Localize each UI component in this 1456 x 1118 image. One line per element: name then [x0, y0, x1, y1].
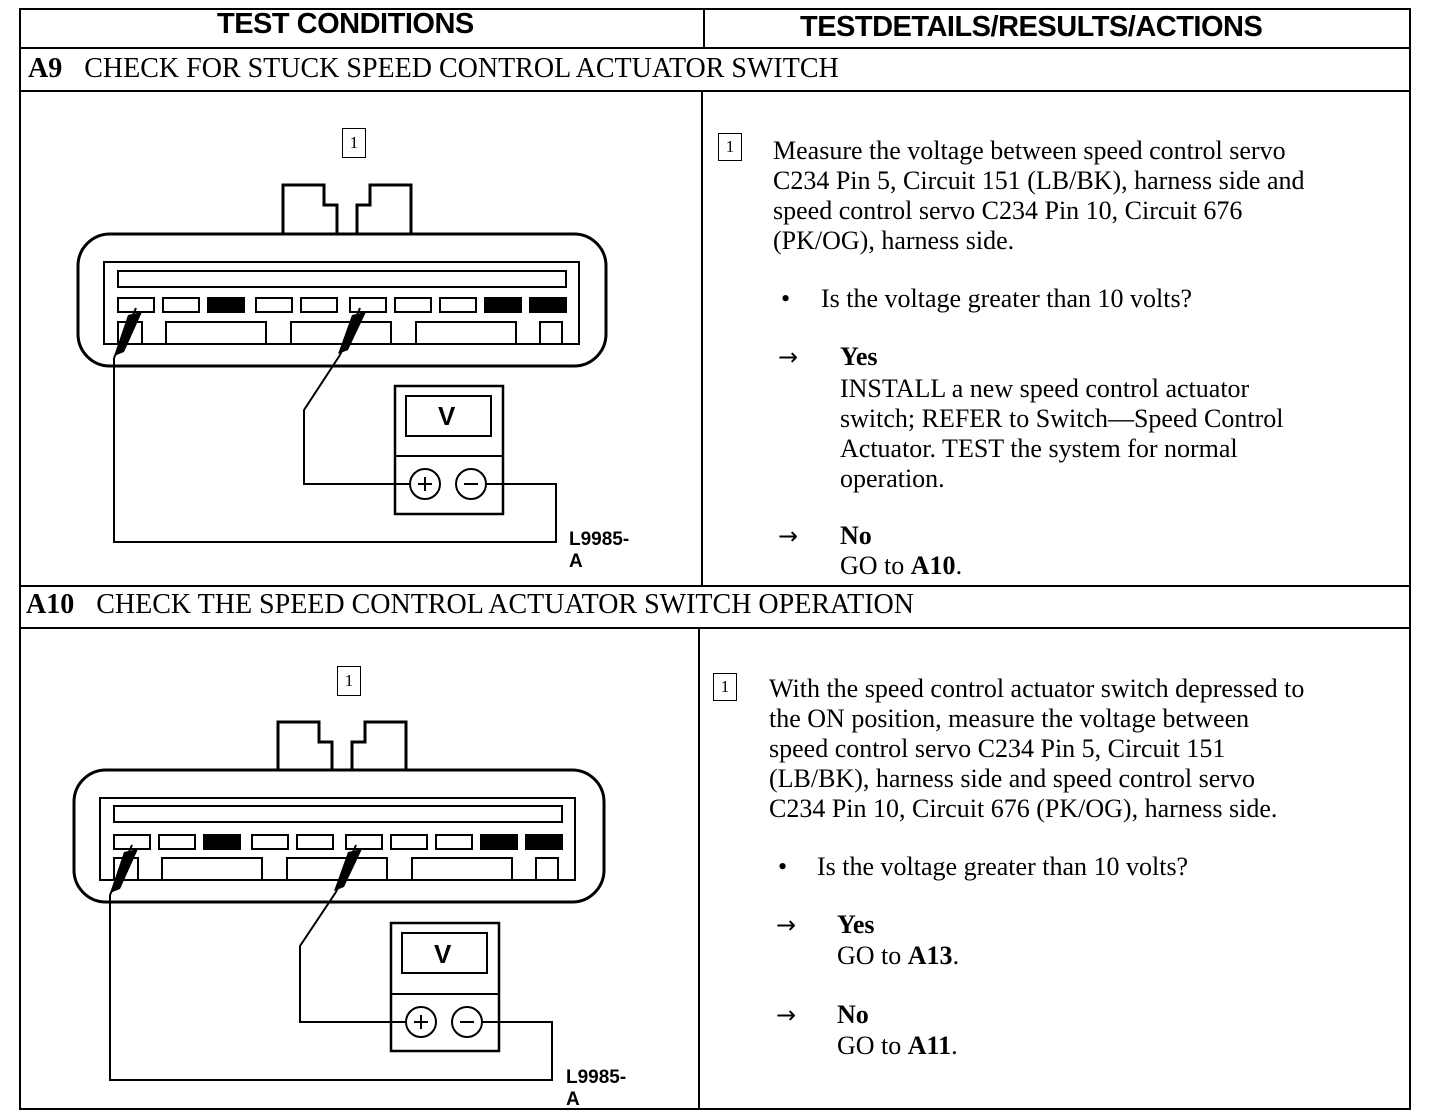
figure-id: L9985-A — [566, 1067, 627, 1110]
no-label: No — [840, 521, 872, 550]
instruction-line: Measure the voltage between speed contro… — [773, 136, 1286, 165]
header-test-conditions: TEST CONDITIONS — [217, 8, 474, 40]
action-prefix: GO to — [837, 941, 908, 970]
instruction-line: C234 Pin 10, Circuit 676 (PK/OG), harnes… — [769, 794, 1278, 823]
goto-target-link[interactable]: A11 — [907, 1031, 952, 1060]
instruction-line: speed control servo C234 Pin 10, Circuit… — [773, 196, 1243, 225]
action-line: INSTALL a new speed control actuator — [840, 374, 1250, 403]
action-prefix: GO to — [837, 1031, 908, 1060]
goto-target-link[interactable]: A10 — [910, 551, 956, 580]
arrow-right-icon: → — [778, 522, 799, 550]
instruction-line: (LB/BK), harness side and speed control … — [769, 764, 1255, 793]
step-instruction: Measure the voltage between speed contro… — [773, 136, 1305, 256]
action-suffix: . — [951, 1031, 958, 1060]
instruction-line: With the speed control actuator switch d… — [769, 674, 1305, 703]
yes-action: GO to A13. — [837, 941, 959, 971]
section-a9-heading: A9 CHECK FOR STUCK SPEED CONTROL ACTUATOR… — [28, 53, 839, 85]
connector-drawing: V — [76, 183, 608, 543]
no-action: GO to A10. — [840, 551, 962, 581]
section-title: CHECK FOR STUCK SPEED CONTROL ACTUATOR S… — [84, 53, 839, 84]
section-title: CHECK THE SPEED CONTROL ACTUATOR SWITCH … — [96, 589, 914, 620]
bullet-icon: • — [781, 284, 791, 313]
action-suffix: . — [952, 941, 960, 970]
meter-label: V — [434, 939, 452, 969]
action-line: switch; REFER to Switch—Speed Control — [840, 404, 1284, 433]
action-prefix: GO to — [840, 551, 911, 580]
diagram-step-label: 1 — [337, 666, 361, 696]
instruction-line: the ON position, measure the voltage bet… — [769, 704, 1250, 733]
step-number-box: 1 — [718, 133, 742, 161]
question-text: Is the voltage greater than 10 volts? — [821, 284, 1193, 313]
no-label: No — [837, 1000, 869, 1029]
yes-action: INSTALL a new speed control actuator swi… — [840, 374, 1283, 494]
instruction-line: speed control servo C234 Pin 5, Circuit … — [769, 734, 1226, 763]
yes-label: Yes — [840, 342, 878, 371]
instruction-line: C234 Pin 5, Circuit 151 (LB/BK), harness… — [773, 166, 1305, 195]
bullet-icon: • — [778, 852, 788, 881]
arrow-right-icon: → — [778, 343, 799, 371]
action-line: Actuator. TEST the system for normal — [840, 434, 1238, 463]
section-id: A9 — [28, 53, 63, 84]
meter-label: V — [438, 401, 456, 431]
figure-id: L9985-A — [569, 529, 630, 572]
action-suffix: . — [955, 551, 963, 580]
connector-drawing: V — [72, 720, 606, 1081]
section-a10-heading: A10 CHECK THE SPEED CONTROL ACTUATOR SWIT… — [26, 589, 914, 621]
section-id: A10 — [26, 589, 75, 620]
step-instruction: With the speed control actuator switch d… — [769, 674, 1304, 824]
step-number-box: 1 — [713, 673, 737, 701]
yes-label: Yes — [837, 910, 875, 939]
header-test-details: TESTDETAILS/RESULTS/ACTIONS — [800, 11, 1263, 43]
arrow-right-icon: → — [776, 911, 797, 939]
diagram-step-label: 1 — [342, 128, 366, 158]
instruction-line: (PK/OG), harness side. — [773, 226, 1015, 255]
no-action: GO to A11. — [837, 1031, 958, 1061]
action-line: operation. — [840, 464, 945, 493]
goto-target-link[interactable]: A13 — [907, 941, 953, 970]
question-text: Is the voltage greater than 10 volts? — [817, 852, 1189, 881]
arrow-right-icon: → — [776, 1001, 797, 1029]
